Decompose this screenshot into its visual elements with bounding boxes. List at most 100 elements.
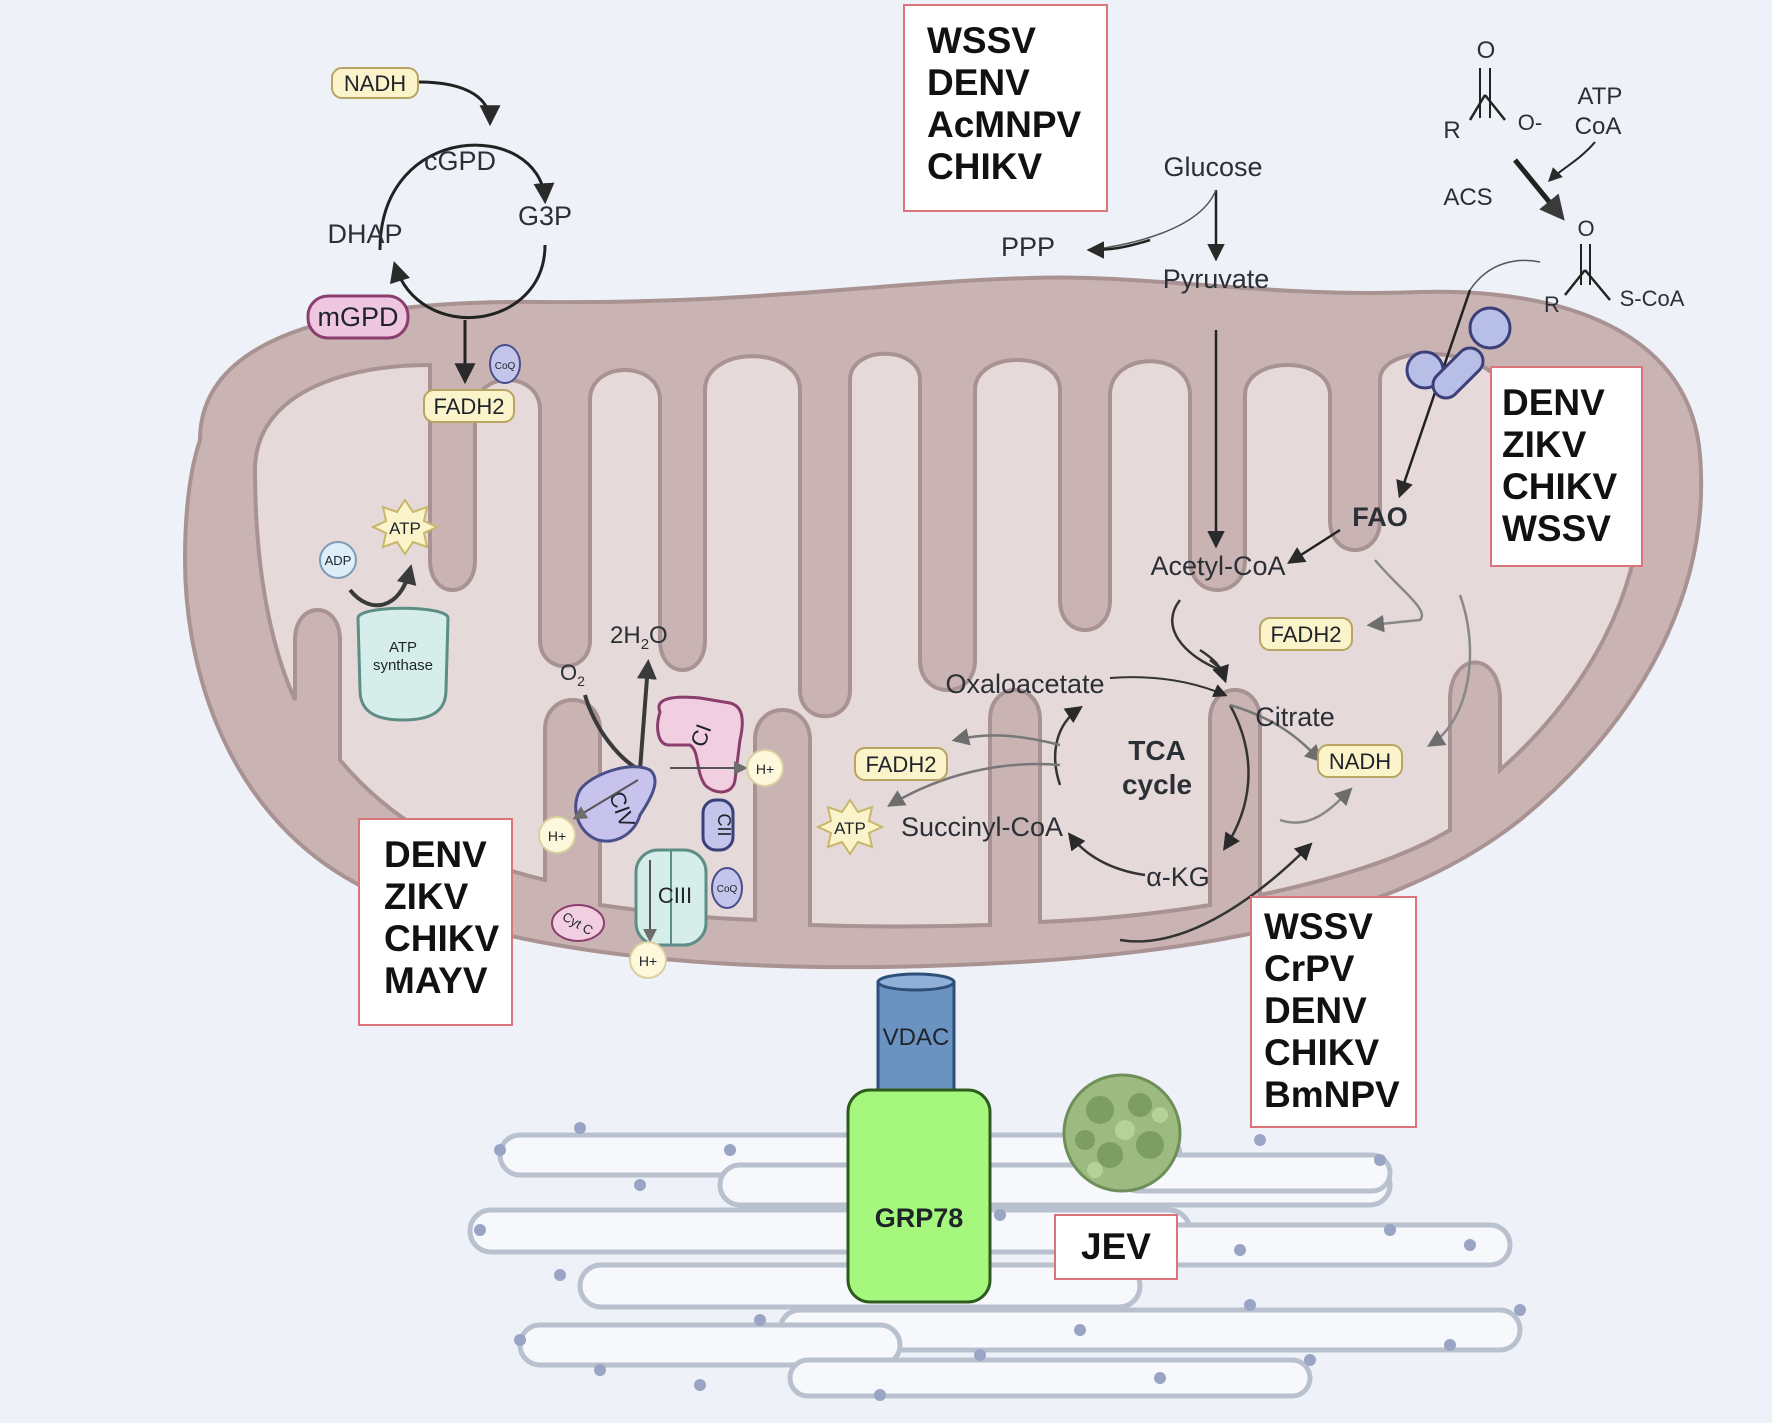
tca-cycle-arrows [886, 559, 1472, 943]
svg-text:CII: CII [714, 813, 734, 836]
endoplasmic-reticulum [467, 1132, 1523, 1399]
atp-burst-left: ATP [370, 498, 440, 556]
virus-name: WSSV [1502, 508, 1611, 549]
jev-virion-icon [1062, 1073, 1182, 1193]
virus-name: MAYV [384, 960, 488, 1001]
svg-text:ACS: ACS [1443, 184, 1492, 211]
virus-box-left-etc: DENV ZIKV CHIKV MAYV [358, 818, 513, 1026]
hplus-civ: H+ [538, 816, 576, 854]
virus-box-top-center: WSSV DENV AcMNPV CHIKV [903, 4, 1108, 212]
complex-iv: CIV [574, 765, 657, 843]
svg-text:ATP: ATP [1578, 83, 1623, 110]
svg-text:ADP: ADP [325, 553, 352, 568]
virus-name: JEV [1081, 1226, 1151, 1267]
dhap-label: DHAP [327, 219, 402, 249]
hplus-ciii: H+ [629, 941, 667, 979]
virus-name: ZIKV [384, 876, 469, 917]
nadh-top-pill: NADH [331, 67, 419, 99]
virus-name: WSSV [1264, 906, 1373, 947]
svg-text:CoA: CoA [1575, 113, 1622, 140]
virus-name: WSSV [927, 20, 1036, 61]
glucose-to-ppp-arrow [1089, 189, 1217, 251]
cytc-icon: Cyt C [551, 904, 605, 942]
svg-text:NADH: NADH [344, 71, 406, 96]
fao-to-acetylcoa-arrow [1287, 528, 1341, 564]
fadh2-left-pill: FADH2 [423, 389, 515, 423]
alpha-kg-label: α-KG [1146, 862, 1210, 892]
complex-iii: CIII [634, 848, 708, 947]
citrate-label: Citrate [1255, 702, 1335, 732]
virus-name: DENV [384, 834, 487, 875]
vdac-channel: VDAC [876, 972, 956, 1096]
virus-box-jev: JEV [1054, 1214, 1178, 1280]
atp-burst-mid: ATP [815, 798, 885, 856]
svg-text:mGPD: mGPD [318, 302, 399, 332]
mgpd-enzyme: mGPD [306, 294, 410, 340]
tca-label-2: cycle [1122, 769, 1192, 800]
virus-name: ZIKV [1502, 424, 1587, 465]
grp78-protein: GRP78 [846, 1088, 992, 1304]
cgpd-label: cGPD [424, 146, 496, 176]
coq-icon-etc: CoQ [711, 867, 743, 909]
virus-name: CHIKV [384, 918, 500, 959]
acetyl-coa-label: Acetyl-CoA [1150, 551, 1285, 581]
svg-text:CoQ: CoQ [717, 884, 738, 895]
svg-text:H+: H+ [639, 953, 657, 969]
svg-text:S-CoA: S-CoA [1620, 286, 1685, 311]
svg-text:2H2O: 2H2O [610, 622, 668, 653]
virus-name: DENV [1502, 382, 1605, 423]
svg-text:VDAC: VDAC [883, 1024, 950, 1051]
fadh2-mid-pill: FADH2 [854, 747, 948, 781]
svg-text:NADH: NADH [1329, 749, 1391, 774]
svg-text:CoQ: CoQ [495, 361, 516, 372]
svg-text:H+: H+ [548, 828, 566, 844]
tca-label-1: TCA [1128, 735, 1186, 766]
adp-icon: ADP [319, 541, 357, 579]
svg-text:O: O [1477, 37, 1496, 64]
pyruvate-label: Pyruvate [1163, 264, 1270, 294]
oxaloacetate-label: Oxaloacetate [945, 669, 1104, 699]
carnitine-transporter [1405, 306, 1512, 400]
svg-text:O-: O- [1518, 110, 1542, 135]
virus-name: DENV [1264, 990, 1367, 1031]
hplus-ci: H+ [746, 749, 784, 787]
svg-text:CIII: CIII [658, 883, 692, 908]
virus-name: CHIKV [927, 146, 1043, 187]
ppp-label: PPP [1001, 232, 1055, 262]
svg-text:ATP: ATP [834, 819, 866, 838]
virus-name: DENV [927, 62, 1030, 103]
svg-text:FADH2: FADH2 [434, 394, 505, 419]
nadh-right-pill: NADH [1317, 744, 1403, 778]
adp-to-atp-arrow [348, 564, 417, 608]
virus-name: CrPV [1264, 948, 1355, 989]
fao-label: FAO [1352, 502, 1408, 532]
o2-label: O2 [560, 660, 585, 689]
civ-to-hplus-arrow [572, 779, 639, 820]
complex-ii: CII [701, 798, 735, 852]
svg-text:H+: H+ [756, 761, 774, 777]
virus-name: BmNPV [1264, 1074, 1400, 1115]
svg-text:O: O [1577, 216, 1594, 241]
svg-text:ATP: ATP [389, 639, 417, 656]
svg-text:ATP: ATP [389, 519, 421, 538]
virus-name: CHIKV [1264, 1032, 1380, 1073]
virus-box-bottom-tca: WSSV CrPV DENV CHIKV BmNPV [1250, 896, 1417, 1128]
atp-synthase: ATP synthase [356, 606, 450, 722]
virus-name: CHIKV [1502, 466, 1618, 507]
svg-text:R: R [1443, 117, 1460, 144]
svg-text:O2: O2 [560, 660, 585, 689]
h2o-label: 2H2O [610, 622, 668, 653]
acylcoa-tail [1469, 259, 1541, 291]
g3p-shuttle [378, 80, 555, 385]
fatty-acid-structure: O R O- ATP CoA ACS O R S-CoA [1443, 37, 1684, 317]
svg-text:synthase: synthase [373, 657, 433, 674]
coq-icon: CoQ [489, 344, 521, 384]
svg-text:GRP78: GRP78 [875, 1203, 964, 1233]
succinyl-coa-label: Succinyl-CoA [901, 812, 1063, 842]
fadh2-right-pill: FADH2 [1259, 617, 1353, 651]
glucose-to-ppp-arrowhead [1086, 238, 1151, 259]
virus-box-right-fao: DENV ZIKV CHIKV WSSV [1490, 366, 1643, 567]
glucose-label: Glucose [1163, 152, 1262, 182]
